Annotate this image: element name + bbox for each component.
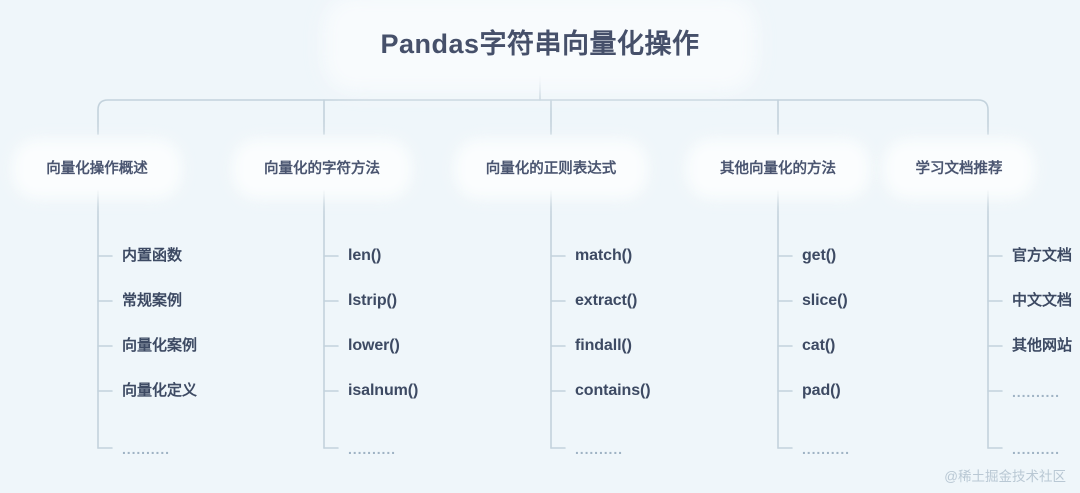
leaf-branch-2-3-lower[interactable]: lower()	[348, 337, 400, 354]
leaf-branch-4-2-slice[interactable]: slice()	[802, 292, 848, 309]
leaf-branch-1-1-[interactable]: 内置函数	[122, 247, 183, 264]
leaf-branch-4-1-get[interactable]: get()	[802, 247, 837, 264]
leaf-branch-2-1-len[interactable]: len()	[348, 247, 382, 264]
category-node-label: 学习文档推荐	[915, 160, 1003, 177]
leaf-branch-4-3-cat[interactable]: cat()	[802, 337, 836, 354]
category-node-label: 向量化的字符方法	[264, 160, 380, 177]
leaf-branch-4-5-ellipsis[interactable]: ..........	[802, 441, 850, 457]
leaf-branch-3-1-match[interactable]: match()	[575, 247, 633, 264]
leaf-branch-2-4-isalnum[interactable]: isalnum()	[348, 382, 419, 399]
category-node-1[interactable]: 向量化操作概述	[24, 151, 170, 187]
leaf-branch-2-2-lstrip[interactable]: lstrip()	[348, 292, 397, 309]
leaf-branch-2-5-ellipsis[interactable]: ..........	[348, 441, 396, 457]
category-node-label: 向量化的正则表达式	[485, 160, 617, 177]
leaf-branch-3-2-extract[interactable]: extract()	[575, 292, 638, 309]
leaf-branch-5-2-[interactable]: 中文文档	[1012, 292, 1073, 309]
category-node-2[interactable]: 向量化的字符方法	[244, 151, 400, 187]
category-node-3[interactable]: 向量化的正则表达式	[466, 151, 636, 187]
leaf-branch-5-4-ellipsis[interactable]: ..........	[1012, 384, 1060, 400]
category-node-label: 其他向量化的方法	[720, 160, 836, 177]
leaf-branch-1-5-ellipsis[interactable]: ..........	[122, 441, 170, 457]
leaf-branch-3-5-ellipsis[interactable]: ..........	[575, 441, 623, 457]
category-node-5[interactable]: 学习文档推荐	[895, 151, 1023, 187]
leaf-branch-1-3-[interactable]: 向量化案例	[122, 337, 198, 354]
leaf-branch-5-5-ellipsis[interactable]: ..........	[1012, 441, 1060, 457]
leaf-branch-5-3-[interactable]: 其他网站	[1012, 337, 1073, 354]
leaf-branch-3-3-findall[interactable]: findall()	[575, 337, 632, 354]
leaf-branch-1-2-[interactable]: 常规案例	[122, 292, 183, 309]
leaf-branch-3-4-contains[interactable]: contains()	[575, 382, 651, 399]
root-node-label: Pandas字符串向量化操作	[380, 28, 700, 59]
root-node[interactable]: Pandas字符串向量化操作	[339, 12, 741, 76]
category-node-label: 向量化操作概述	[46, 160, 148, 177]
leaf-branch-4-4-pad[interactable]: pad()	[802, 382, 841, 399]
leaf-branch-1-4-[interactable]: 向量化定义	[122, 382, 198, 399]
watermark: @稀土掘金技术社区	[944, 468, 1066, 484]
leaf-branch-5-1-[interactable]: 官方文档	[1012, 247, 1073, 264]
category-node-4[interactable]: 其他向量化的方法	[698, 151, 858, 187]
